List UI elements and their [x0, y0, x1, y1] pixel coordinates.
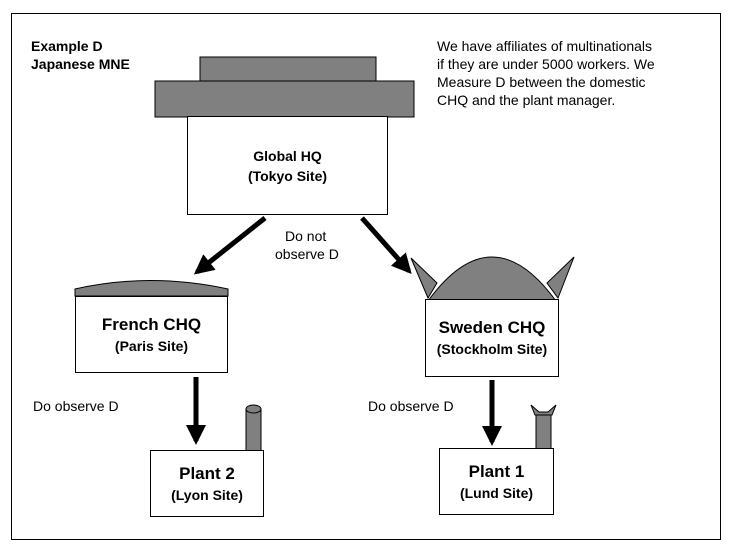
sweden-chq-site: (Stockholm Site)	[436, 341, 548, 357]
french-chq-dome	[74, 280, 229, 297]
note-line-4: CHQ and the plant manager.	[437, 92, 616, 108]
arrow-global-to-sweden	[360, 216, 412, 274]
sweden-chq-horn-left	[410, 257, 438, 300]
french-chq-site: (Paris Site)	[114, 337, 189, 354]
plant2-box: Plant 2 (Lyon Site)	[150, 450, 264, 517]
do-observe-right-label: Do observe D	[368, 398, 454, 414]
do-not-observe-label: Do not observe D	[275, 227, 339, 263]
plant1-chimney	[535, 412, 552, 451]
sweden-chq-name: Sweden CHQ	[438, 318, 546, 337]
french-chq-name: French CHQ	[101, 314, 202, 334]
do-not-observe-line-2: observe D	[275, 246, 339, 262]
sweden-chq-horn-right	[546, 256, 575, 300]
sweden-chq-dome	[427, 256, 557, 302]
plant1-site: (Lund Site)	[459, 484, 534, 501]
note-line-3: Measure D between the domestic	[437, 74, 646, 90]
arrow-global-to-french	[193, 216, 267, 275]
plant2-chimney	[245, 408, 262, 452]
plant2-site: (Lyon Site)	[171, 486, 243, 503]
note-line-1: We have affiliates of multinationals	[437, 38, 653, 54]
global-hq-site: (Tokyo Site)	[247, 167, 328, 184]
global-hq-box: Global HQ (Tokyo Site)	[187, 116, 388, 215]
do-not-observe-line-1: Do not	[285, 228, 327, 244]
global-hq-name: Global HQ	[253, 147, 322, 164]
diagram-frame	[11, 13, 721, 540]
french-chq-box: French CHQ (Paris Site)	[75, 296, 228, 373]
plant2-chimney-cap	[245, 404, 262, 414]
sweden-chq-box: Sweden CHQ (Stockholm Site)	[425, 299, 559, 377]
plant1-name: Plant 1	[468, 461, 525, 481]
plant1-chimney-horns	[530, 404, 557, 416]
title-line-2: Japanese MNE	[31, 56, 130, 72]
note-text: We have affiliates of multinationals if …	[437, 37, 655, 109]
plant1-box: Plant 1 (Lund Site)	[439, 448, 554, 515]
title-line-1: Example D	[31, 38, 103, 54]
do-observe-left-label: Do observe D	[33, 398, 119, 414]
global-hq-roof-top	[199, 56, 377, 84]
global-hq-roof-base	[154, 80, 415, 118]
plant2-name: Plant 2	[179, 463, 235, 483]
note-line-2: if they are under 5000 workers. We	[437, 56, 655, 72]
